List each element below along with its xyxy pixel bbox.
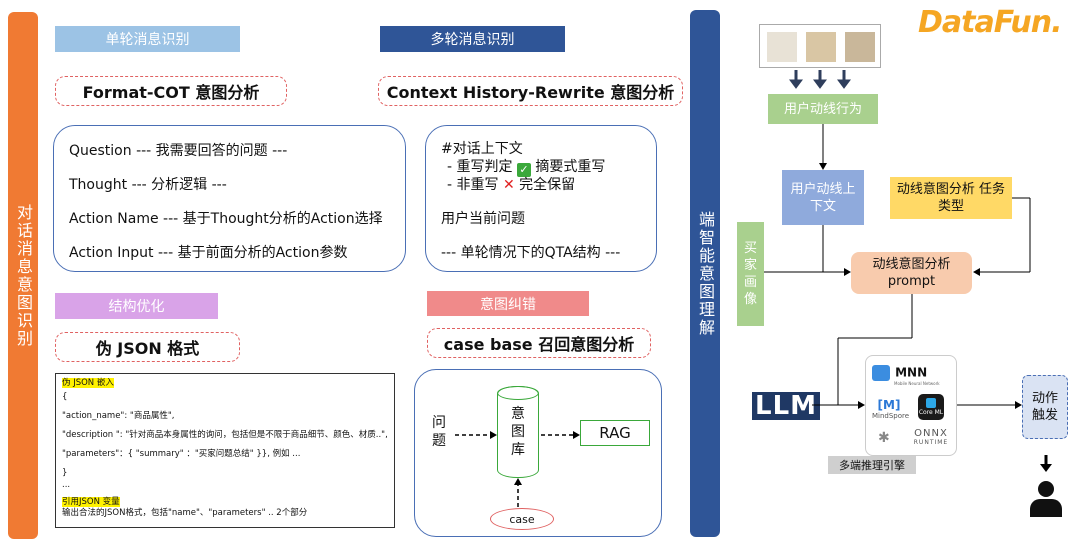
onnx-runtime-text: RUNTIME (913, 439, 949, 446)
onnx-logo: ONNX RUNTIME (906, 428, 956, 446)
json-line: "description ": "针对商品本身属性的询问，包括但是不限于商品细节… (62, 430, 388, 440)
context-rewrite-title: Context History-Rewrite 意图分析 (378, 76, 683, 106)
structure-pill: 结构优化 (55, 293, 218, 319)
middle-section-bar: 端智能意图理解 (690, 10, 720, 537)
context-rewrite-title-text: Context History-Rewrite 意图分析 (386, 83, 675, 102)
coreml-logo: Core ML (918, 394, 944, 420)
json-line: } (62, 468, 68, 478)
keep-all-text: 完全保留 (519, 177, 576, 193)
mnn-icon (872, 364, 890, 381)
case-label: case (509, 512, 535, 526)
json-line: "action_name": "商品属性", (62, 411, 175, 421)
mnn-logo: MNN Mobile Neural Network (872, 362, 952, 386)
product-image-1 (767, 32, 797, 62)
cylinder-top (497, 386, 539, 400)
product-image-3 (845, 32, 875, 62)
rewrite-line: - 重写判定 ✓ 摘要式重写 (447, 156, 605, 177)
prompt-line-2: prompt (887, 274, 936, 289)
logo-text: DataFun. (918, 5, 1062, 40)
json-line: { (62, 392, 68, 402)
left-section-bar: 对话消息意图识别 (8, 12, 38, 539)
buyer-profile-label: 买家画像 (743, 241, 757, 307)
pseudo-json-box: 伪 JSON 嵌入 { "action_name": "商品属性", "desc… (55, 373, 395, 528)
action-input-line: Action Input --- 基于前面分析的Action参数 (69, 245, 348, 261)
task-type-box: 动线意图分析 任务类型 (890, 177, 1012, 219)
correction-pill-label: 意图纠错 (480, 296, 536, 313)
multi-turn-pill: 多轮消息识别 (380, 26, 565, 52)
summary-rewrite-text: 摘要式重写 (535, 159, 606, 175)
datafun-logo: DataFun. (918, 5, 1062, 40)
intent-db-cylinder: 意图库 (497, 386, 539, 478)
check-icon: ✓ (516, 163, 531, 177)
user-context-box: 用户动线上下文 (782, 170, 864, 225)
action-trigger-box: 动作触发 (1022, 375, 1068, 439)
json-line: 输出合法的JSON格式，包括"name"、"parameters" .. 2个部… (62, 508, 308, 518)
user-behavior-box: 用户动线行为 (768, 94, 878, 124)
llm-label: LLM (752, 391, 821, 421)
left-section-title: 对话消息意图识别 (14, 203, 33, 348)
mnn-text: MNN (895, 365, 928, 380)
action-name-line: Action Name --- 基于Thought分析的Action选择 (69, 211, 383, 227)
llm-text: LLM (755, 391, 818, 421)
cross-icon: ✕ (502, 177, 515, 193)
structure-pill-label: 结构优化 (108, 299, 165, 315)
json-line: ... (62, 480, 71, 490)
no-rewrite-line: - 非重写 ✕ 完全保留 (447, 174, 575, 194)
intent-db-label: 意图库 (511, 406, 525, 458)
json-embed-label: 伪 JSON 嵌入 (62, 378, 114, 388)
case-base-title-text: case base 召回意图分析 (443, 335, 635, 354)
buyer-profile-box: 买家画像 (737, 222, 764, 326)
case-base-title: case base 召回意图分析 (427, 328, 651, 358)
json-variable-label: 引用JSON 变量 (62, 497, 120, 507)
engine-caption-text: 多端推理引擎 (839, 458, 905, 472)
rewrite-judge-text: - 重写判定 (447, 159, 513, 175)
question-line: Question --- 我需要回答的问题 --- (69, 143, 288, 159)
format-cot-title: Format-COT 意图分析 (55, 76, 287, 106)
question-label: 问题 (432, 414, 448, 450)
single-turn-pill: 单轮消息识别 (55, 26, 240, 52)
prompt-box: 动线意图分析 prompt (851, 252, 972, 294)
no-rewrite-text: - 非重写 (447, 177, 499, 193)
flow-arrows (764, 70, 1052, 472)
correction-pill: 意图纠错 (427, 291, 589, 316)
rag-label: RAG (599, 423, 631, 442)
coreml-text: Core ML (918, 409, 944, 416)
user-behavior-label: 用户动线行为 (783, 101, 862, 117)
correction-bracket (414, 369, 662, 537)
question-label-text: 问题 (432, 415, 446, 449)
qta-structure-line: --- 单轮情况下的QTA结构 --- (441, 245, 621, 261)
thought-line: Thought --- 分析逻辑 --- (69, 177, 227, 193)
inference-engines-box: MNN Mobile Neural Network [M] MindSpore … (865, 355, 957, 456)
product-image-2 (806, 32, 836, 62)
format-cot-title-text: Format-COT 意图分析 (82, 83, 260, 102)
pseudo-json-title-text: 伪 JSON 格式 (95, 339, 200, 358)
current-question-line: 用户当前问题 (441, 211, 525, 227)
onnx-text: ONNX (914, 428, 948, 439)
mindspore-text: MindSpore (872, 412, 910, 420)
multi-turn-pill-label: 多轮消息识别 (430, 32, 515, 48)
user-icon (1030, 481, 1062, 517)
task-type-label: 动线意图分析 任务类型 (896, 182, 1006, 214)
rag-box: RAG (580, 420, 650, 446)
pseudo-json-title: 伪 JSON 格式 (55, 332, 240, 362)
engine-caption: 多端推理引擎 (828, 456, 916, 474)
correction-arrows (455, 431, 580, 507)
user-context-label: 用户动线上下文 (790, 181, 856, 214)
action-trigger-label: 动作触发 (1031, 391, 1058, 423)
multi-turn-bracket (425, 125, 657, 272)
single-turn-bracket (53, 125, 406, 272)
context-line: #对话上下文 (441, 141, 523, 157)
mindspore-logo: [M] MindSpore (872, 398, 910, 420)
single-turn-pill-label: 单轮消息识别 (105, 32, 190, 48)
onnx-icon: ✱ (878, 430, 890, 446)
product-images-box (759, 24, 881, 68)
json-line: "parameters"：{ "summary" ："买家问题总结" }}, 例… (62, 449, 301, 459)
prompt-line-1: 动线意图分析 (872, 257, 951, 272)
middle-section-title: 端智能意图理解 (696, 210, 715, 337)
mnn-subtitle: Mobile Neural Network (894, 381, 940, 386)
case-ellipse: case (490, 508, 554, 530)
